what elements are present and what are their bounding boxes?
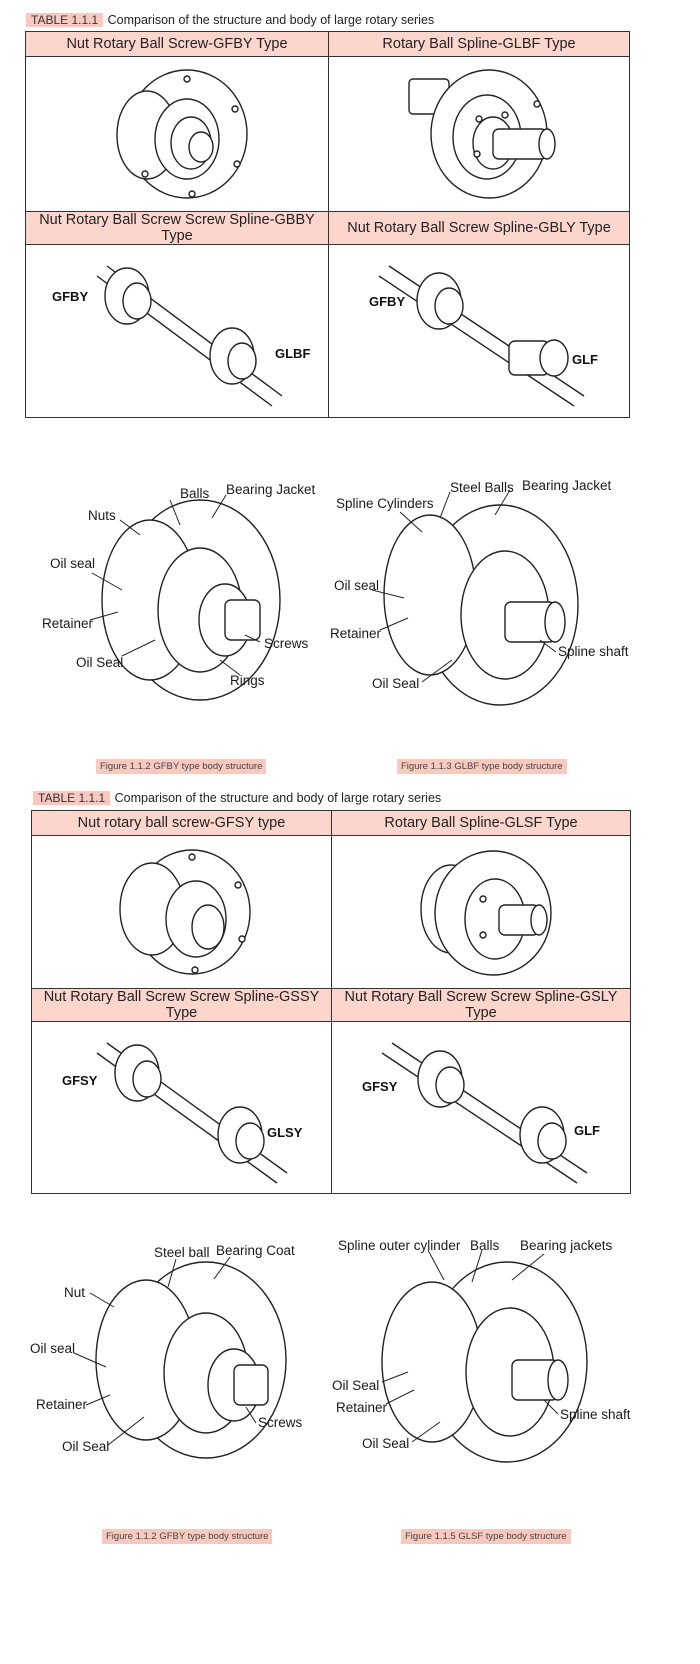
gfby-label-bearing-jacket: Bearing Jacket [226,482,316,497]
table1-header-gbby: Nut Rotary Ball Screw Screw Spline-GBBY … [25,211,329,245]
glbf-spline-illustration [328,56,630,212]
gfsy-label-bearing-coat: Bearing Coat [216,1243,295,1258]
table1-header-gbly: Nut Rotary Ball Screw Spline-GBLY Type [328,211,630,245]
comparison-table-2: Nut rotary ball screw-GFSY type Rotary B… [31,810,631,1194]
gfsy-label-oil-seal-2: Oil Seal [62,1439,109,1454]
glbf-label-oil-seal-2: Oil Seal [372,676,419,691]
glbf-label-oil-seal: Oil seal [334,578,379,593]
gssy-left-label: GFSY [62,1073,98,1088]
glsf-label-oil-seal-2: Oil Seal [362,1436,409,1451]
gfby-label-nuts: Nuts [88,508,116,523]
glbf-label-spline-shaft: Spline shaft [558,644,629,659]
gfsy-label-nut: Nut [64,1285,85,1300]
figure-1-1-2-caption-b: Figure 1.1.2 GFBY type body structure [102,1529,273,1544]
table2-title: Comparison of the structure and body of … [114,791,442,805]
table1-title: Comparison of the structure and body of … [107,13,435,27]
glbf-label-steel-balls: Steel Balls [450,480,514,495]
glbf-label-bearing-jacket: Bearing Jacket [522,478,612,493]
gfsy-nut-illustration [31,835,332,989]
table1-header-gfby: Nut Rotary Ball Screw-GFBY Type [25,31,329,57]
gbly-left-label: GFBY [369,294,405,309]
gfsy-label-steel-ball: Steel ball [154,1245,210,1260]
table2-header-gfsy: Nut rotary ball screw-GFSY type [31,810,332,836]
table2-caption: TABLE 1.1.1 Comparison of the structure … [33,789,441,807]
glbf-body-structure-figure: Steel Balls Bearing Jacket Spline Cylind… [330,478,629,706]
table2-header-gsly: Nut Rotary Ball Screw Screw Spline-GSLY … [331,988,631,1022]
gbly-right-label: GLF [572,352,598,367]
gssy-assembly-illustration: GFSY GLSY [31,1021,332,1194]
gfby-label-retainer: Retainer [42,616,94,631]
figure-1-1-2-caption: Figure 1.1.2 GFBY type body structure [96,759,267,774]
figure-1-1-3-caption: Figure 1.1.3 GLBF type body structure [397,759,567,774]
gfby-body-structure-figure: Balls Bearing Jacket Nuts Oil seal Retai… [42,482,316,701]
comparison-table-1: Nut Rotary Ball Screw-GFBY Type Rotary B… [25,31,630,418]
gbly-assembly-illustration: GFBY GLF [328,244,630,418]
glsf-label-oil-seal: Oil Seal [332,1378,379,1393]
glsf-spline-illustration [331,835,631,989]
table2-header-gssy: Nut Rotary Ball Screw Screw Spline-GSSY … [31,988,332,1022]
glsf-label-spline-outer-cylinder: Spline outer cylinder [338,1238,461,1253]
glsf-label-retainer: Retainer [336,1400,388,1415]
glbf-label-retainer: Retainer [330,626,382,641]
table1-header-glbf: Rotary Ball Spline-GLBF Type [328,31,630,57]
glsf-label-balls: Balls [470,1238,500,1253]
gssy-right-label: GLSY [267,1125,303,1140]
gsly-assembly-illustration: GFSY GLF [331,1021,631,1194]
glsf-body-structure-figure: Spline outer cylinder Balls Bearing jack… [332,1238,631,1463]
gbby-left-label: GFBY [52,289,88,304]
figure-1-1-5-caption: Figure 1.1.5 GLSF type body structure [401,1529,571,1544]
gfby-label-oil-seal: Oil seal [50,556,95,571]
table2-tag: TABLE 1.1.1 [33,791,111,805]
gsly-right-label: GLF [574,1123,600,1138]
gfby-label-balls: Balls [180,486,210,501]
gfsy-label-retainer: Retainer [36,1397,88,1412]
gfby-label-rings: Rings [230,673,265,688]
glbf-label-spline-cylinders: Spline Cylinders [336,496,434,511]
table1-caption: TABLE 1.1.1 Comparison of the structure … [26,11,434,29]
gfsy-label-oil-seal: Oil seal [30,1341,75,1356]
glsf-label-spline-shaft: Spline shaft [560,1407,631,1422]
gfby-label-oil-seal-2: Oil Seal [76,655,123,670]
table2-header-glsf: Rotary Ball Spline-GLSF Type [331,810,631,836]
table1-tag: TABLE 1.1.1 [26,13,104,27]
gbby-assembly-illustration: GFBY GLBF [25,244,329,418]
gfsy-body-structure-figure: Steel ball Bearing Coat Nut Oil seal Ret… [30,1243,303,1459]
gbby-right-label: GLBF [275,346,310,361]
gfby-nut-illustration [25,56,329,212]
glsf-label-bearing-jackets: Bearing jackets [520,1238,613,1253]
gfby-label-screws: Screws [264,636,309,651]
gfsy-label-screws: Screws [258,1415,303,1430]
gsly-left-label: GFSY [362,1079,398,1094]
